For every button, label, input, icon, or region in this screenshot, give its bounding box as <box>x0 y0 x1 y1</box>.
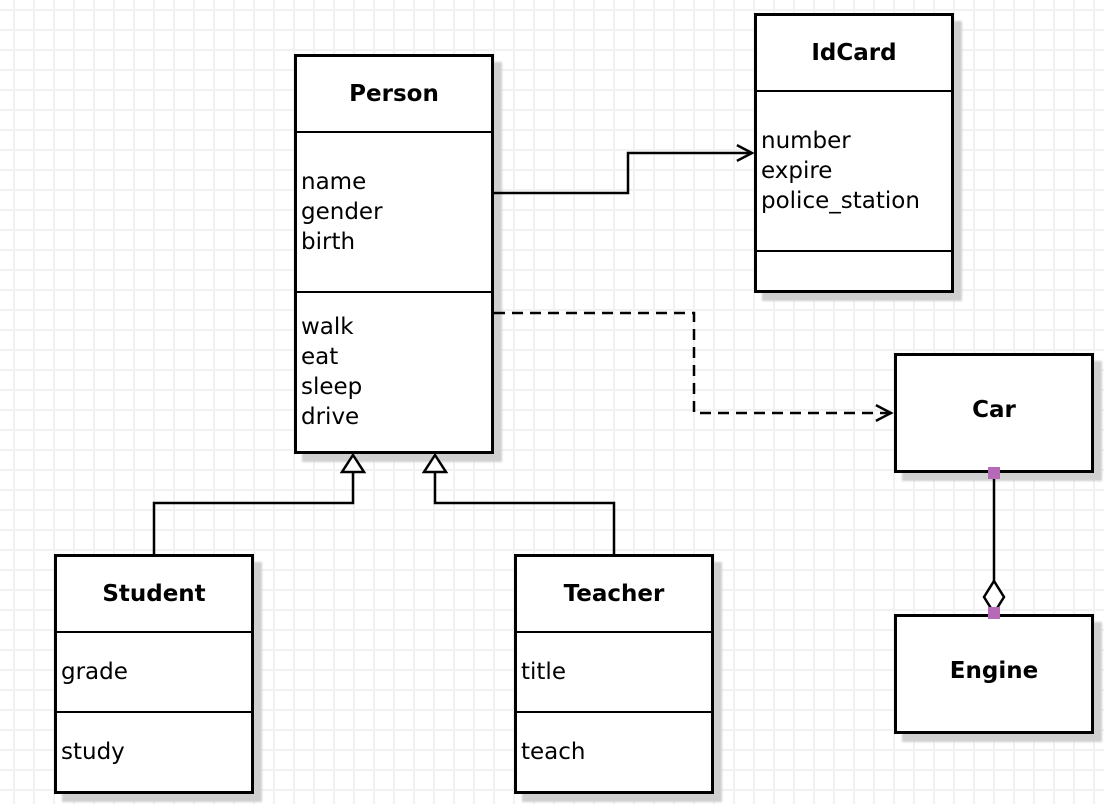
association-line <box>494 151 752 195</box>
class-student-section-2: study <box>57 711 251 791</box>
member-police_station: police_station <box>761 188 920 214</box>
class-person-section-1: name gender birth <box>297 131 491 291</box>
member-eat: eat <box>301 344 339 370</box>
generalization-line <box>433 472 616 554</box>
class-engine-title: Engine <box>949 658 1039 684</box>
member-grade: grade <box>61 659 128 685</box>
class-person-section-2: walk eat sleep drive <box>297 291 491 451</box>
class-car[interactable]: Car <box>894 353 1094 473</box>
class-teacher-section-2: teach <box>517 711 711 791</box>
class-teacher[interactable]: Teacher title teach <box>514 554 714 794</box>
open-arrowhead-icon <box>875 404 894 422</box>
class-car-title: Car <box>972 397 1016 423</box>
inheritance-triangle-icon <box>339 452 367 474</box>
dependency-line <box>494 311 891 415</box>
member-teach: teach <box>521 739 586 765</box>
connector-car-engine[interactable] <box>982 467 1006 619</box>
class-student[interactable]: Student grade study <box>54 554 254 794</box>
class-teacher-title: Teacher <box>563 581 665 607</box>
member-gender: gender <box>301 199 383 225</box>
member-name: name <box>301 169 367 195</box>
open-arrowhead-icon <box>736 144 755 162</box>
aggregation-diamond-icon <box>982 578 1006 616</box>
member-number: number <box>761 128 851 154</box>
member-birth: birth <box>301 229 356 255</box>
connector-teacher-person[interactable] <box>421 452 616 554</box>
member-expire: expire <box>761 158 833 184</box>
class-engine[interactable]: Engine <box>894 614 1094 734</box>
class-student-section-1: grade <box>57 631 251 711</box>
member-drive: drive <box>301 404 360 430</box>
class-idcard-section-2 <box>757 250 951 290</box>
inheritance-triangle-icon <box>421 452 449 474</box>
member-walk: walk <box>301 314 354 340</box>
class-idcard-section-1: number expire police_station <box>757 90 951 250</box>
connector-student-person[interactable] <box>152 452 367 554</box>
class-student-title: Student <box>102 581 206 607</box>
class-idcard[interactable]: IdCard number expire police_station <box>754 13 954 293</box>
class-person-title: Person <box>349 81 439 107</box>
class-idcard-title: IdCard <box>811 40 897 66</box>
member-title: title <box>521 659 566 685</box>
class-teacher-section-1: title <box>517 631 711 711</box>
connector-person-car[interactable] <box>494 311 894 422</box>
member-sleep: sleep <box>301 374 363 400</box>
class-person[interactable]: Person name gender birth walk eat sleep drive <box>294 54 494 454</box>
member-study: study <box>61 739 125 765</box>
connector-person-idcard[interactable] <box>494 144 755 195</box>
generalization-line <box>152 472 355 554</box>
